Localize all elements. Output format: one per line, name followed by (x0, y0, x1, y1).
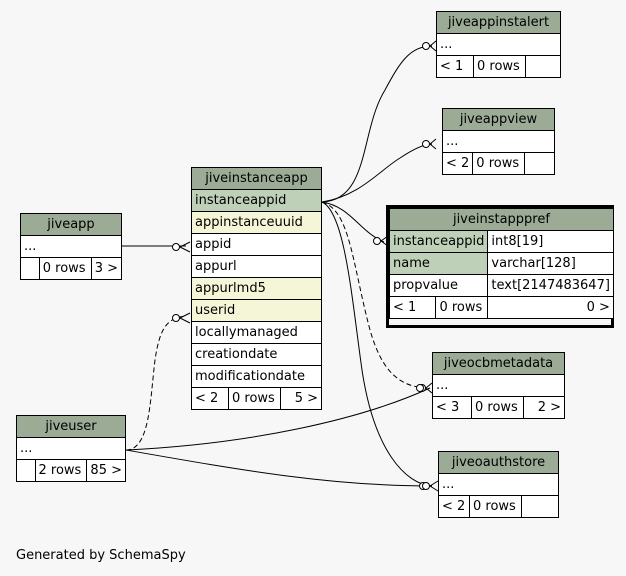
column-userid[interactable]: userid (191, 299, 322, 322)
parents-count[interactable]: < 3 (432, 396, 472, 419)
column-instanceappid[interactable]: instanceappid (191, 189, 322, 212)
column-ellipsis: ... (442, 130, 555, 153)
table-header[interactable]: jiveinstanceapp (191, 167, 322, 190)
rows-count: 0 rows (471, 396, 524, 419)
table-jiveinstanceapp[interactable]: jiveinstanceapp instanceappid appinstanc… (191, 167, 322, 410)
table-header[interactable]: jiveapp (20, 213, 122, 236)
column-creationdate[interactable]: creationdate (191, 343, 322, 366)
children-count (521, 495, 559, 518)
table-jiveuser[interactable]: jiveuser ... 2 rows 85 > (16, 415, 126, 482)
parents-count[interactable]: < 2 (438, 495, 470, 518)
column-ellipsis: ... (20, 235, 122, 258)
column-appid[interactable]: appid (191, 233, 322, 256)
edge-user-ocbmetadata (125, 387, 431, 451)
parents-count (16, 459, 36, 482)
edge-instanceapp-appview (321, 143, 433, 203)
column-name[interactable]: name (388, 252, 489, 275)
column-ellipsis: ... (438, 473, 559, 496)
edge-instanceapp-oauthstore (321, 201, 433, 487)
column-ellipsis: ... (16, 437, 126, 460)
rows-count: 0 rows (228, 387, 281, 410)
edge-instanceapp-ocbmetadata (321, 201, 431, 389)
rows-count: 0 rows (472, 152, 526, 175)
table-header[interactable]: jiveappview (442, 108, 555, 131)
children-count[interactable]: 5 > (280, 387, 322, 410)
edge-user-oauthstore (125, 449, 433, 487)
column-propvalue-type: text[2147483647] (487, 274, 614, 297)
children-count[interactable]: 85 > (86, 459, 126, 482)
rows-count: 0 rows (469, 495, 522, 518)
column-propvalue[interactable]: propvalue (388, 274, 489, 297)
table-header[interactable]: jiveoauthstore (438, 451, 559, 474)
parents-count[interactable]: < 2 (191, 387, 229, 410)
table-jiveocbmetadata[interactable]: jiveocbmetadata ... < 3 0 rows 2 > (432, 352, 565, 419)
table-jiveinstapppref[interactable]: jiveinstapppref instanceappid int8[19] n… (388, 208, 614, 319)
table-jiveappinstalert[interactable]: jiveappinstalert ... < 1 0 rows (436, 11, 561, 78)
children-count[interactable]: 2 > (523, 396, 565, 419)
column-name-type: varchar[128] (487, 252, 614, 275)
column-ellipsis: ... (432, 374, 565, 397)
rows-count: 0 rows (38, 257, 92, 280)
children-count[interactable]: 0 > (487, 296, 614, 319)
edge-instanceapp-instapppref (321, 201, 385, 243)
column-locallymanaged[interactable]: locallymanaged (191, 321, 322, 344)
column-instanceappid-type: int8[19] (487, 230, 614, 253)
rows-count: 0 rows (473, 55, 526, 78)
column-modificationdate[interactable]: modificationdate (191, 365, 322, 388)
rows-count: 0 rows (435, 296, 489, 319)
children-count (524, 152, 555, 175)
parents-count[interactable]: < 1 (436, 55, 474, 78)
edge-user-instanceapp (125, 315, 187, 451)
generated-by-footer: Generated by SchemaSpy (16, 548, 186, 563)
edge-instanceapp-appinstalert (321, 45, 433, 203)
children-count[interactable]: 3 > (90, 257, 123, 280)
parents-count (20, 257, 40, 280)
parents-count[interactable]: < 2 (441, 152, 474, 175)
parents-count[interactable]: < 1 (388, 296, 437, 319)
column-ellipsis: ... (436, 33, 561, 56)
column-appinstanceuuid[interactable]: appinstanceuuid (191, 211, 322, 234)
table-header[interactable]: jiveocbmetadata (432, 352, 565, 375)
children-count (525, 55, 561, 78)
column-appurlmd5[interactable]: appurlmd5 (191, 277, 322, 300)
table-jiveappview[interactable]: jiveappview ... < 2 0 rows (441, 108, 555, 175)
table-header[interactable]: jiveappinstalert (436, 11, 561, 34)
table-header[interactable]: jiveuser (16, 415, 126, 438)
table-header[interactable]: jiveinstapppref (389, 208, 614, 231)
table-jiveoauthstore[interactable]: jiveoauthstore ... < 2 0 rows (438, 451, 559, 518)
column-instanceappid[interactable]: instanceappid (388, 230, 489, 253)
table-jiveapp[interactable]: jiveapp ... 0 rows 3 > (20, 213, 123, 280)
rows-count: 2 rows (34, 459, 88, 482)
column-appurl[interactable]: appurl (191, 255, 322, 278)
